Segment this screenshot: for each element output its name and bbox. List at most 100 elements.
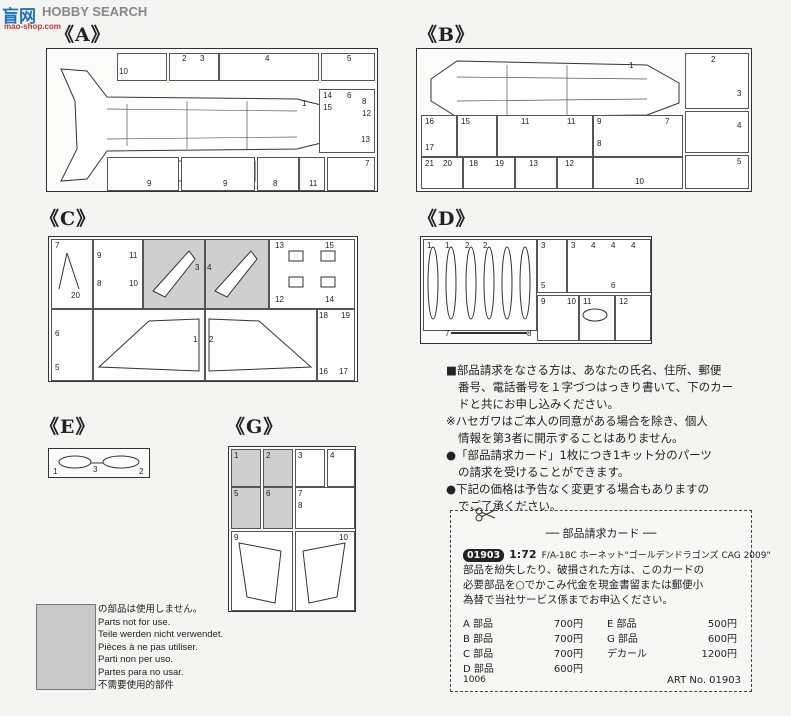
part-number: 2 — [209, 335, 214, 344]
price-value: 1200円 — [701, 649, 737, 660]
part-box-g6 — [263, 487, 293, 529]
price-label: デカール — [607, 649, 647, 660]
part-number: 14 — [325, 295, 334, 304]
legend-line: Partes para no usar. — [98, 666, 184, 678]
part-number: 18 — [319, 311, 328, 320]
part-number: 21 — [425, 159, 434, 168]
part-number: 20 — [443, 159, 452, 168]
sprue-g: 1 2 3 4 5 6 7 8 9 10 — [228, 446, 356, 612]
kit-header: 01903 1:72 F/A-18C ホーネット"ゴールデンドラゴンズ CAG … — [463, 543, 771, 562]
part-box-a8 — [257, 157, 299, 191]
part-number: 12 — [275, 295, 284, 304]
note-line: 番号、電話番号を１字づつはっきり書いて、下のカー — [458, 380, 734, 394]
part-number: 1 — [302, 99, 307, 108]
drop-tank-parts — [427, 246, 608, 334]
part-box-a2-3 — [169, 53, 219, 81]
part-number: 9 — [234, 533, 239, 542]
part-number: 2 — [139, 467, 144, 476]
price-label: B 部品 — [463, 634, 494, 645]
legend-line: Pièces à ne pas utiliser. — [98, 641, 198, 653]
part-number: 2 — [182, 54, 187, 63]
part-number: 5 — [347, 54, 352, 63]
part-number: 9 — [147, 179, 152, 188]
part-box-a9b — [181, 157, 255, 191]
part-number: 7 — [445, 329, 450, 338]
part-number: 7 — [55, 241, 60, 250]
part-box-a10 — [117, 53, 167, 81]
unused-parts-swatch — [36, 604, 96, 690]
part-box-c12-15 — [269, 239, 355, 309]
legend-line: Teile werden nicht verwendet. — [98, 629, 224, 641]
price-value: 700円 — [553, 634, 583, 645]
part-number: 8 — [527, 329, 532, 338]
part-number: 3 — [737, 89, 742, 98]
sprue-e: 1 3 2 — [48, 448, 150, 478]
sprue-b: 1 2 3 16 17 15 11 11 9 8 4 7 21 20 18 19… — [416, 48, 752, 192]
part-number: 4 — [591, 241, 596, 250]
part-number: 3 — [571, 241, 576, 250]
part-number: 13 — [275, 241, 284, 250]
part-number: 5 — [234, 489, 239, 498]
card-title: ── 部品請求カード ── — [545, 527, 657, 540]
part-number: 3 — [195, 263, 200, 272]
part-number: 7 — [365, 159, 370, 168]
part-number: 1 — [193, 335, 198, 344]
part-number: 9 — [97, 251, 102, 260]
sheet-a-label: 《A》 — [55, 24, 111, 46]
note-line: の請求を受けることができます。 — [458, 465, 630, 479]
part-number: 12 — [362, 109, 371, 118]
part-box-c7 — [51, 239, 93, 309]
part-box-a7 — [327, 157, 375, 191]
part-box-b2-3 — [685, 53, 749, 109]
part-number: 19 — [341, 311, 350, 320]
card-body-line: 必要部品を○でかこみ代金を現金書留または郵便小 — [463, 579, 704, 591]
part-number: 11 — [567, 117, 576, 126]
scissors-icon — [475, 507, 496, 522]
part-number: 3 — [541, 241, 546, 250]
watermark-site: mao-shop.com — [4, 22, 61, 31]
note-line: ドと共にお申し込みください。 — [458, 397, 619, 411]
part-number: 13 — [361, 135, 370, 144]
part-number: 16 — [319, 367, 328, 376]
kit-number: 01903 — [463, 549, 505, 562]
part-number: 8 — [273, 179, 278, 188]
part-box-d1-2 — [423, 239, 537, 331]
sprue-c: 7 9 11 8 10 20 6 5 3 4 13 15 12 14 1 2 1… — [48, 236, 358, 382]
part-box-b21-20 — [421, 157, 463, 189]
part-box-g5 — [231, 487, 261, 529]
price-row-b: B 部品 700円 — [463, 630, 583, 645]
vertical-tail-parts — [238, 542, 346, 604]
price-value: 700円 — [553, 619, 583, 630]
part-number: 3 — [298, 451, 303, 460]
part-box-b11 — [497, 115, 593, 157]
card-body: 部品を紛失したり、破損された方は、このカードの 必要部品を○でかこみ代金を現金書… — [463, 563, 704, 608]
wing-parts — [58, 250, 336, 372]
part-number: 2 — [266, 451, 271, 460]
unused-parts-legend: の部品は使用しません。 Parts not for use. Teile wer… — [98, 604, 223, 692]
part-number: 4 — [631, 241, 636, 250]
price-label: G 部品 — [607, 634, 638, 645]
watermark-logo: 盲网 — [2, 7, 36, 26]
note-line: 情報を第3者に開示することはありません。 — [458, 431, 684, 445]
part-number: 1 — [629, 61, 634, 70]
part-box-a4 — [219, 53, 319, 81]
part-number: 17 — [425, 143, 434, 152]
part-box-d3 — [537, 239, 567, 293]
part-number: 9 — [597, 117, 602, 126]
part-box-c9-11 — [93, 239, 143, 309]
part-number: 4 — [330, 451, 335, 460]
part-number: 8 — [97, 279, 102, 288]
part-number: 10 — [129, 279, 138, 288]
watermark-brand: HOBBY SEARCH — [42, 4, 148, 19]
part-number: 11 — [583, 297, 592, 306]
price-value: 700円 — [553, 649, 583, 660]
price-value: 500円 — [707, 619, 737, 630]
legend-line: Parti non per uso. — [98, 654, 173, 666]
kit-scale: 1:72 — [509, 548, 537, 561]
part-box-b4 — [685, 111, 749, 153]
part-number: 17 — [339, 367, 348, 376]
sheet-b-label: 《B》 — [418, 24, 476, 46]
part-number: 11 — [129, 251, 138, 260]
